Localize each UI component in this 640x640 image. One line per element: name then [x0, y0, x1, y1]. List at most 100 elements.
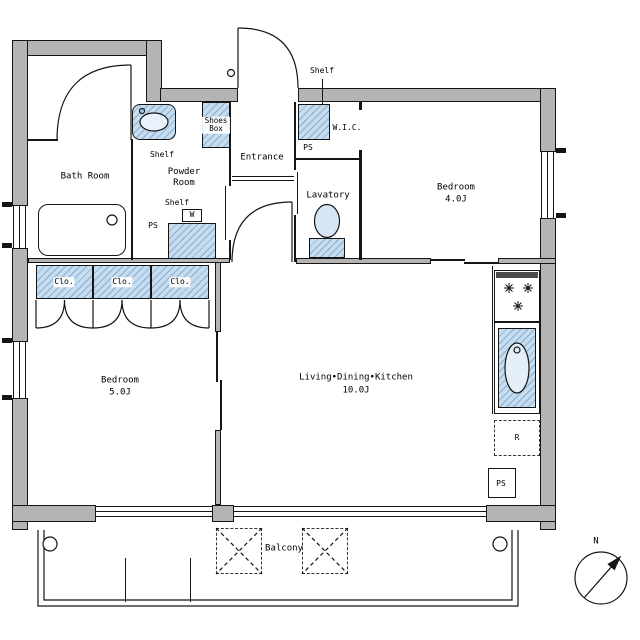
- shelf-leader-line: [322, 79, 323, 104]
- window-bottom-bedroom-line3: [96, 516, 212, 517]
- wic-shelf: [298, 104, 330, 140]
- bath-door-arc: [56, 64, 132, 141]
- compass-circle: [574, 551, 628, 605]
- wall-bedroom-ldk-upper: [215, 262, 221, 332]
- shoes-box-label: Shoes Box: [202, 116, 230, 134]
- entrance-label: Entrance: [240, 152, 284, 163]
- wall-left-upper: [12, 40, 28, 206]
- window-left-upper-line3: [25, 206, 26, 248]
- balcony-partition-a: [125, 558, 126, 602]
- bedroom-top-name-label: Bedroom: [437, 182, 475, 193]
- entrance-door-knob-icon: [226, 68, 236, 78]
- balcony-label: Balcony: [265, 543, 303, 554]
- wall-step: [146, 40, 162, 102]
- bath-top-wall: [28, 139, 58, 141]
- powder-room-label: Powder Room: [167, 167, 201, 188]
- closet-door-leaves: [35, 300, 210, 328]
- ldk-door-arc: [231, 201, 293, 263]
- bedroom-top-sliding-door-b: [464, 262, 498, 264]
- balcony-post-right: [492, 536, 508, 552]
- stove-grill: [496, 272, 538, 278]
- hall-left-wall-upper: [229, 102, 231, 186]
- refrigerator-label: R: [514, 433, 520, 443]
- closet-door-arc: [179, 299, 210, 329]
- bedroom-left-size-label: 5.0J: [109, 387, 131, 398]
- ps-kitchen-box: [488, 468, 516, 498]
- balcony-partition-b: [190, 558, 191, 602]
- refrigerator-space: [494, 420, 540, 456]
- bedroom-ldk-sliding-door-b: [220, 380, 222, 430]
- closet-1-label: Clo.: [53, 277, 75, 287]
- washer-space: [168, 223, 216, 259]
- closet-3-label: Clo.: [169, 277, 191, 287]
- hall-right-wall-upper: [294, 102, 296, 170]
- ldk-name-label: Living•Dining•Kitchen: [299, 372, 413, 383]
- wall-right-upper: [540, 88, 556, 152]
- window-bottom-ldk-line2: [234, 511, 486, 512]
- bedroom-ldk-sliding-door-a: [216, 332, 218, 382]
- window-frame-mark: [2, 243, 12, 248]
- window-frame-mark: [2, 338, 12, 343]
- wall-closet-top: [28, 258, 230, 263]
- wall-bedroom-top-bottom-right: [498, 258, 556, 264]
- north-label: N: [593, 536, 599, 547]
- window-left-lower-line1: [13, 342, 14, 398]
- window-right-line1: [541, 152, 542, 218]
- north-arrow-icon: [583, 566, 612, 599]
- hall-right-wall-lower: [294, 215, 296, 262]
- wall-right-lower: [540, 218, 556, 530]
- toilet-bowl: [313, 203, 341, 239]
- closet-door-arc: [63, 299, 94, 329]
- window-bottom-ldk-line1: [234, 506, 486, 507]
- north-arrowhead-icon: [607, 555, 622, 571]
- bathtub: [38, 204, 126, 256]
- closet-door-arc: [92, 299, 123, 329]
- closet-door-arc: [121, 299, 152, 329]
- balcony-ac-space-1: [216, 528, 262, 574]
- entrance-step-line-b: [232, 180, 294, 181]
- wall-bottom-mid: [212, 505, 234, 522]
- wall-top-mid: [160, 88, 238, 102]
- window-left-lower-line3: [25, 342, 26, 398]
- wic-lavatory-divider: [296, 158, 360, 160]
- window-left-upper-line1: [13, 206, 14, 248]
- balcony-rail-outer: [37, 530, 519, 607]
- window-bottom-ldk-line3: [234, 516, 486, 517]
- kitchen-sink: [498, 328, 536, 408]
- balcony-post-left: [42, 536, 58, 552]
- washer-label: W: [189, 210, 195, 220]
- wall-top-left: [12, 40, 162, 56]
- wall-bottom-left: [12, 505, 96, 522]
- window-left-upper-line2: [19, 206, 20, 248]
- window-frame-mark: [2, 395, 12, 400]
- closet-door-arc: [150, 299, 181, 329]
- powder-sliding-door: [225, 186, 226, 240]
- window-frame-mark: [556, 213, 566, 218]
- window-frame-mark: [556, 148, 566, 153]
- stove-counter: [494, 270, 540, 322]
- shelf-laundry-label: Shelf: [164, 198, 190, 208]
- wall-lavatory-bedroom-bottom: [296, 258, 431, 264]
- wic-bedroom-wall-upper: [359, 102, 362, 110]
- window-bottom-bedroom-line1: [96, 506, 212, 507]
- window-right-line3: [553, 152, 554, 218]
- ps-wic-label: PS: [303, 143, 313, 153]
- ps-kitchen-label: PS: [496, 479, 506, 489]
- bedroom-left-name-label: Bedroom: [101, 375, 139, 386]
- ps-powder-label: PS: [148, 221, 158, 231]
- entrance-door-arc: [237, 27, 299, 89]
- balcony-rail-inner: [43, 530, 513, 601]
- kitchen-counter-edge: [492, 266, 493, 414]
- ldk-size-label: 10.0J: [342, 385, 370, 396]
- closet-2-label: Clo.: [111, 277, 133, 287]
- entrance-step-line-a: [232, 176, 294, 177]
- window-frame-mark: [2, 202, 12, 207]
- wall-left-mid: [12, 248, 28, 342]
- wic-bedroom-wall-lower: [359, 150, 362, 260]
- bath-right-wall: [131, 139, 133, 260]
- shelf-entry-label: Shelf: [309, 66, 335, 76]
- wall-bottom-right: [486, 505, 556, 522]
- toilet-tank: [309, 238, 345, 258]
- window-bottom-bedroom-line2: [96, 511, 212, 512]
